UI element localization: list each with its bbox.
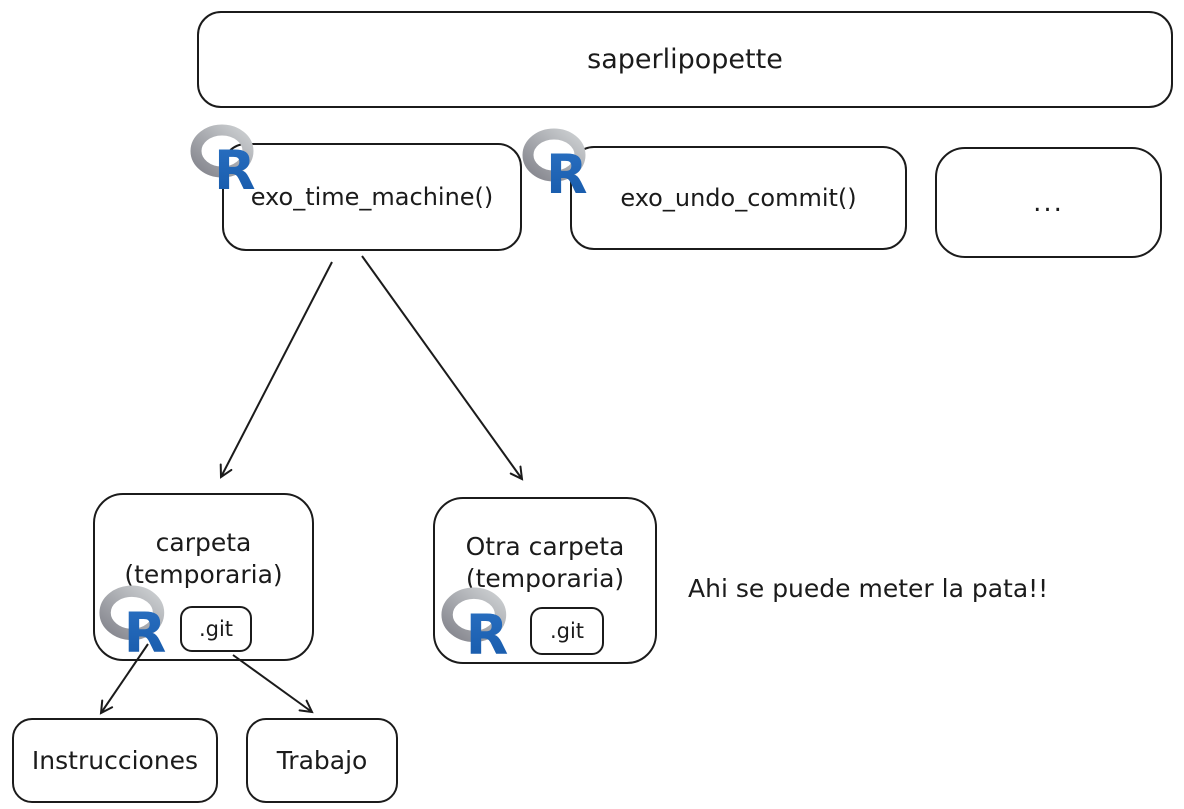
leaf-label: Trabajo <box>276 746 368 775</box>
ellipsis-label: ... <box>1033 187 1064 218</box>
folder-subtitle: (temporaria) <box>465 564 625 593</box>
git-label: .git <box>549 619 585 643</box>
r-letter: R <box>546 143 588 206</box>
r-logo-icon: R <box>522 128 588 206</box>
folder-title: carpeta <box>155 528 252 557</box>
box-exo-undo-commit: exo_undo_commit() <box>570 146 907 250</box>
arrow-git-to-trabajo <box>232 654 314 714</box>
folder-label: carpeta (temporaria) <box>124 527 282 591</box>
box-more-functions: ... <box>935 147 1162 258</box>
r-logo-icon: R <box>190 124 256 202</box>
function-label: exo_time_machine() <box>250 183 494 211</box>
warning-note: Ahi se puede meter la pata!! <box>688 574 1049 603</box>
git-label: .git <box>198 617 234 641</box>
box-saperlipopette: saperlipopette <box>197 11 1173 108</box>
box-instrucciones: Instrucciones <box>12 718 218 803</box>
box-exo-time-machine: exo_time_machine() <box>222 143 522 251</box>
arrow-time-machine-to-carpeta <box>219 261 333 479</box>
folder-label: Otra carpeta (temporaria) <box>466 531 625 595</box>
box-git-folder-right: .git <box>530 607 604 655</box>
leaf-label: Instrucciones <box>31 746 199 775</box>
folder-subtitle: (temporaria) <box>124 560 283 589</box>
arrow-time-machine-to-otra-carpeta <box>361 255 524 481</box>
r-logo-icon: R <box>441 587 508 668</box>
r-letter: R <box>124 601 167 666</box>
package-title: saperlipopette <box>587 44 783 75</box>
r-letter: R <box>466 603 509 668</box>
folder-title: Otra carpeta <box>465 532 625 561</box>
r-logo-icon: R <box>99 585 166 666</box>
function-label: exo_undo_commit() <box>620 184 857 212</box>
r-letter: R <box>214 139 256 202</box>
box-trabajo: Trabajo <box>246 718 398 803</box>
box-git-folder-left: .git <box>180 606 252 652</box>
